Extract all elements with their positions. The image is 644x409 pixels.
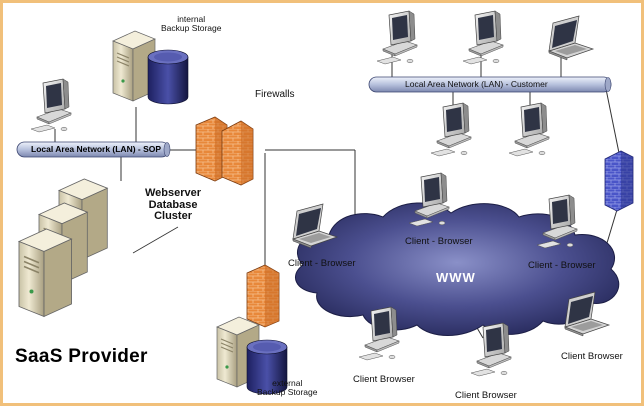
- external-firewall-icon: [246, 264, 280, 328]
- lan-customer-label: Local Area Network (LAN) - Customer: [405, 79, 548, 89]
- desktop-computer-icon: [508, 102, 550, 157]
- server-cluster: [18, 178, 108, 318]
- desktop-computer-icon: [470, 322, 512, 377]
- cloud-icon: [294, 202, 620, 336]
- client-browser-label: Client Browser: [561, 351, 623, 362]
- lan-sop-label: Local Area Network (LAN) - SOP: [31, 144, 162, 154]
- customer-firewall-icon: [604, 150, 634, 212]
- www-label: WWW: [436, 270, 476, 285]
- client-browser-label: Client - Browser: [288, 258, 356, 269]
- desktop-computer-icon: [430, 102, 472, 157]
- desktop-computer-icon: [30, 78, 72, 133]
- page-title: SaaS Provider: [15, 346, 148, 367]
- desktop-computer-icon: [462, 10, 504, 65]
- internal-storage-label: internal Backup Storage: [161, 14, 222, 33]
- cluster-leader-line: [132, 226, 179, 254]
- client-browser-label: Client - Browser: [405, 236, 473, 247]
- firewall-icon: [195, 116, 254, 186]
- firewalls-label: Firewalls: [255, 89, 295, 100]
- cluster-label: Webserver Database Cluster: [145, 187, 202, 223]
- external-storage-label: external Backup Storage: [257, 378, 318, 397]
- lan-customer-bar: [368, 76, 612, 93]
- client-browser-label: Client Browser: [353, 374, 415, 385]
- client-browser-label: Client - Browser: [528, 260, 596, 271]
- desktop-computer-icon: [376, 10, 418, 65]
- internal-backup-storage: [112, 30, 189, 105]
- laptop-icon: [548, 15, 594, 61]
- diagram-canvas: [16, 10, 634, 395]
- lan-sop-bar: [16, 141, 171, 158]
- client-browser-label: Client Browser: [455, 390, 517, 401]
